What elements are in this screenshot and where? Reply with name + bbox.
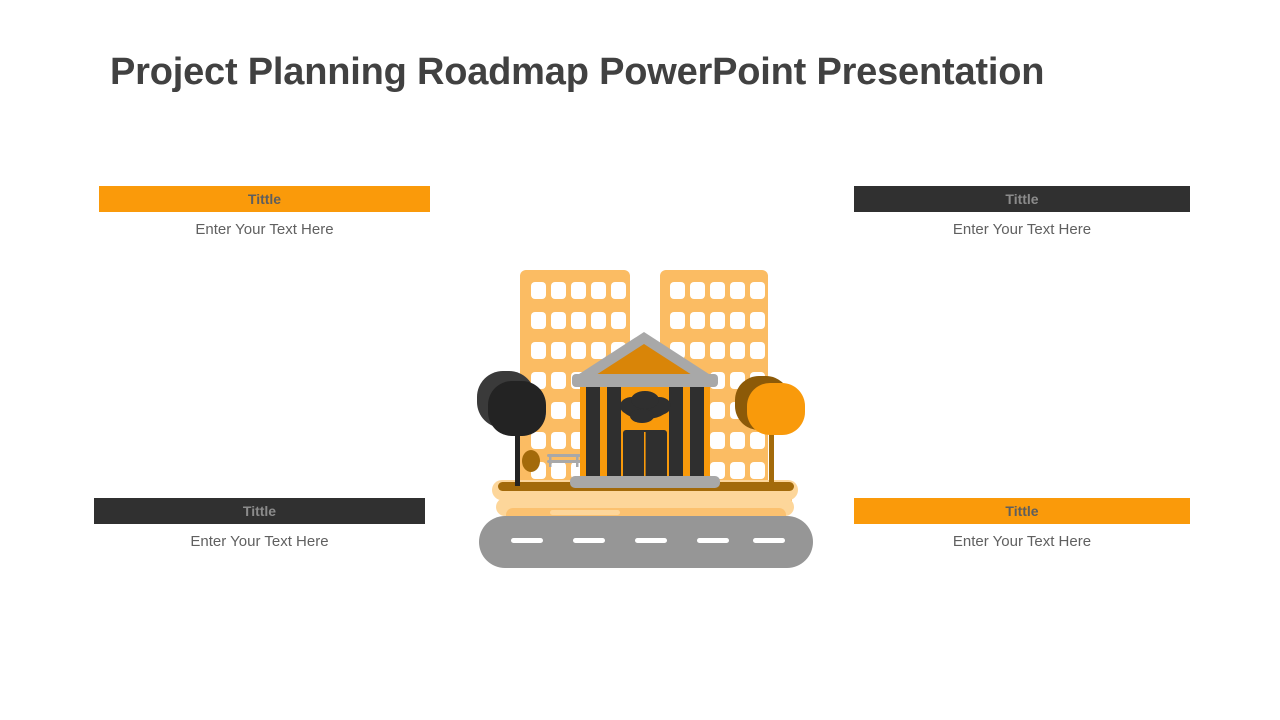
bush-icon [522,450,540,472]
block-caption-bottom-left: Enter Your Text Here [190,533,329,550]
block-title-bar-top-left[interactable]: Tittle [99,186,430,212]
block-title-label: Tittle [1005,191,1039,207]
block-caption-top-left: Enter Your Text Here [195,221,334,238]
tree-dark-left-icon [477,371,546,486]
bank-building-icon [570,332,720,488]
city-bank-illustration [470,258,820,573]
block-title-bar-bottom-right[interactable]: Tittle [854,498,1190,524]
page-title: Project Planning Roadmap PowerPoint Pres… [110,51,1045,93]
block-title-bar-bottom-left[interactable]: Tittle [94,498,425,524]
road-icon [479,516,813,568]
block-title-label: Tittle [242,503,277,519]
content-block-bottom-left: Tittle Enter Your Text Here [94,498,425,550]
tree-orange-right-icon [735,376,805,488]
cloud-emblem-icon [620,391,671,423]
content-block-top-right: Tittle Enter Your Text Here [854,186,1190,238]
block-title-label: Tittle [247,191,282,207]
content-block-top-left: Tittle Enter Your Text Here [99,186,430,238]
block-caption-bottom-right: Enter Your Text Here [952,533,1092,550]
bench-icon [547,454,581,467]
block-title-label: Tittle [1005,503,1039,519]
content-block-bottom-right: Tittle Enter Your Text Here [854,498,1190,550]
block-title-bar-top-right[interactable]: Tittle [854,186,1190,212]
block-caption-top-right: Enter Your Text Here [952,221,1092,238]
road-dashes-icon [511,538,785,543]
